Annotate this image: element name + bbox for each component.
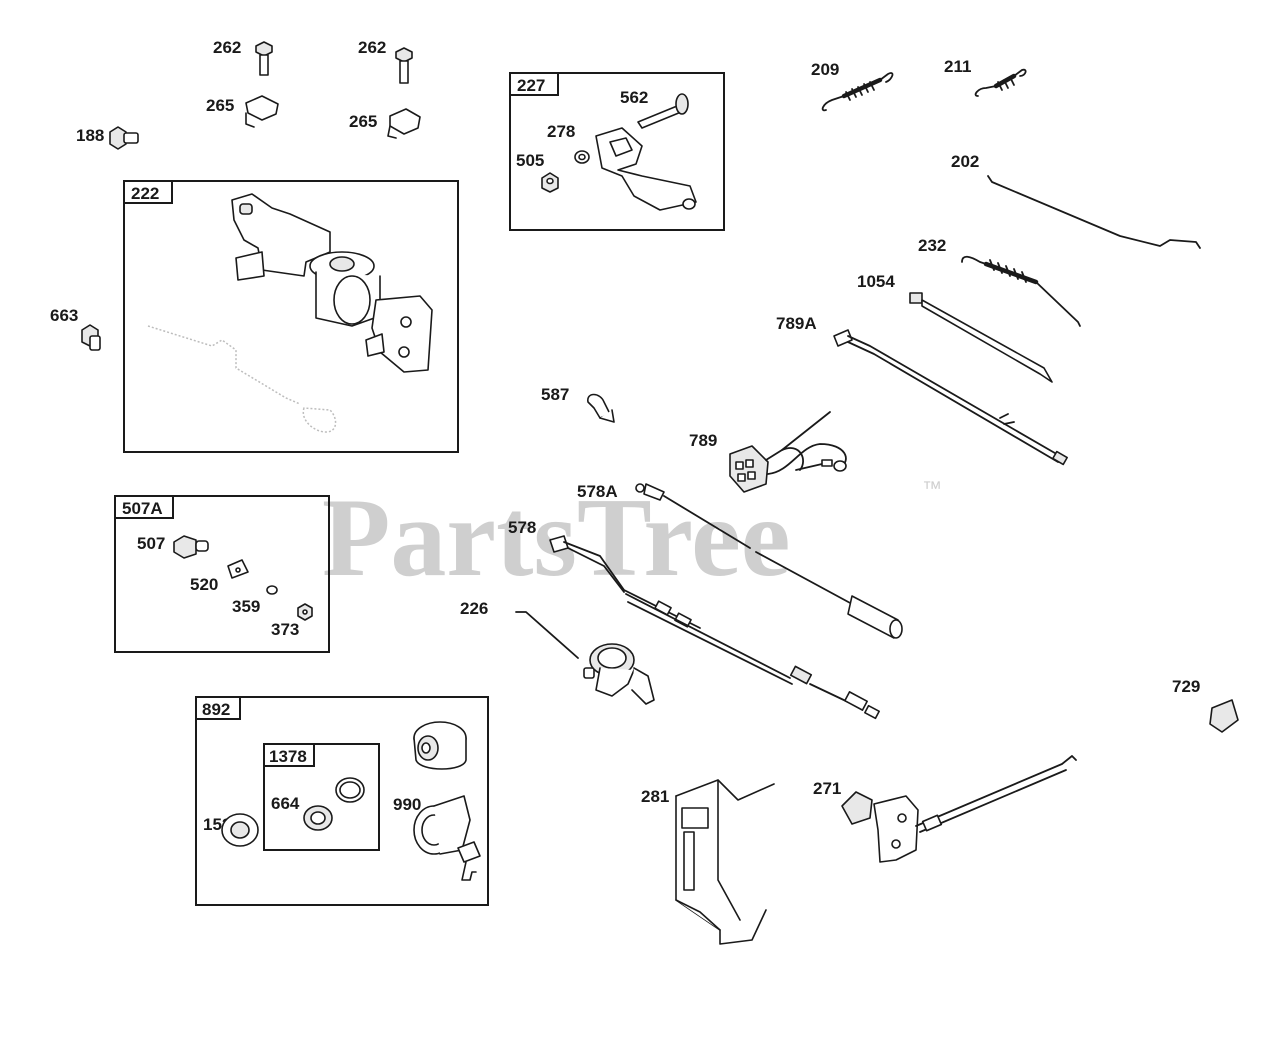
callout-578[interactable]: 578 [508,518,536,537]
callout-271[interactable]: 271 [813,779,841,798]
callout-562[interactable]: 562 [620,88,648,107]
part-262-bolt-right[interactable] [395,47,413,84]
callout-226[interactable]: 226 [460,599,488,618]
part-359-ring[interactable] [266,585,278,595]
callout-587[interactable]: 587 [541,385,569,404]
part-664-nut[interactable] [303,805,333,831]
callout-188[interactable]: 188 [76,126,104,145]
part-578A-cable[interactable] [635,483,903,639]
group-tag-227: 227 [517,76,545,95]
part-222-ghost-link [147,325,337,433]
part-587-clip[interactable] [587,393,615,423]
part-1378-lock-ring[interactable] [335,777,365,803]
part-505-nut[interactable] [541,172,559,193]
callout-211[interactable]: 211 [944,57,971,76]
watermark-trademark: ™ [922,478,942,500]
part-281-bracket[interactable] [675,779,775,945]
callout-265-left[interactable]: 265 [206,96,234,115]
part-202-rod[interactable] [987,175,1201,249]
group-box-1378[interactable]: 1378 [263,743,380,851]
part-562-pin[interactable] [637,93,689,129]
group-box-892[interactable]: 892 [195,696,489,906]
callout-990[interactable]: 990 [393,795,421,814]
callout-labels: 262 262 265 265 188 663 562 278 505 209 … [50,38,1200,834]
callout-789A[interactable]: 789A [776,314,817,333]
callout-507[interactable]: 507 [137,534,165,553]
callout-789[interactable]: 789 [689,431,717,450]
group-box-222[interactable]: 222 [123,180,459,453]
part-265-clip-right[interactable] [387,108,421,139]
group-tag-222: 222 [131,184,159,203]
callout-520[interactable]: 520 [190,575,218,594]
group-tag-507A: 507A [122,499,163,518]
callout-209[interactable]: 209 [811,60,839,79]
callout-359[interactable]: 359 [232,597,260,616]
callout-1054[interactable]: 1054 [857,272,895,291]
callout-729[interactable]: 729 [1172,677,1200,696]
part-271-throttle[interactable] [841,755,1077,863]
part-278-washer[interactable] [574,150,590,164]
part-227-bracket[interactable] [595,127,697,211]
callout-578A[interactable]: 578A [577,482,618,501]
callout-281[interactable]: 281 [641,787,669,806]
callout-262-right[interactable]: 262 [358,38,386,57]
part-789-harness[interactable] [729,411,847,493]
part-990-key-switch[interactable] [413,795,481,881]
part-373-nut[interactable] [297,603,313,621]
part-188-bolt[interactable] [109,126,139,150]
part-1054-cable-tie[interactable] [909,292,1053,383]
callout-262-left[interactable]: 262 [213,38,241,57]
part-729-cap[interactable] [1209,699,1239,733]
part-663-bolt[interactable] [81,324,101,351]
callout-265-right[interactable]: 265 [349,112,377,131]
group-tag-1378: 1378 [269,747,307,766]
part-211-spring[interactable] [974,68,1027,97]
part-265-clip-left[interactable] [245,95,279,128]
callout-663[interactable]: 663 [50,306,78,325]
part-789A-harness[interactable] [833,329,1068,466]
part-232-spring[interactable] [961,255,1081,327]
part-1521-bezel[interactable] [221,813,259,847]
part-209-spring[interactable] [821,72,894,112]
part-262-bolt-left[interactable] [255,41,273,76]
part-ignition-switch[interactable] [413,721,467,770]
callout-664[interactable]: 664 [271,794,300,813]
callout-373[interactable]: 373 [271,620,299,639]
group-tag-892: 892 [202,700,230,719]
part-222-solenoid-assembly[interactable] [231,193,433,373]
group-box-507A[interactable]: 507A [114,495,330,653]
part-226-control[interactable] [515,611,655,705]
part-507-terminal[interactable] [173,535,209,559]
callout-278[interactable]: 278 [547,122,575,141]
group-box-227[interactable]: 227 [509,72,725,231]
callout-232[interactable]: 232 [918,236,946,255]
callout-505[interactable]: 505 [516,151,544,170]
callout-202[interactable]: 202 [951,152,979,171]
part-520-clip[interactable] [227,559,249,579]
part-578-cable[interactable] [549,535,880,720]
